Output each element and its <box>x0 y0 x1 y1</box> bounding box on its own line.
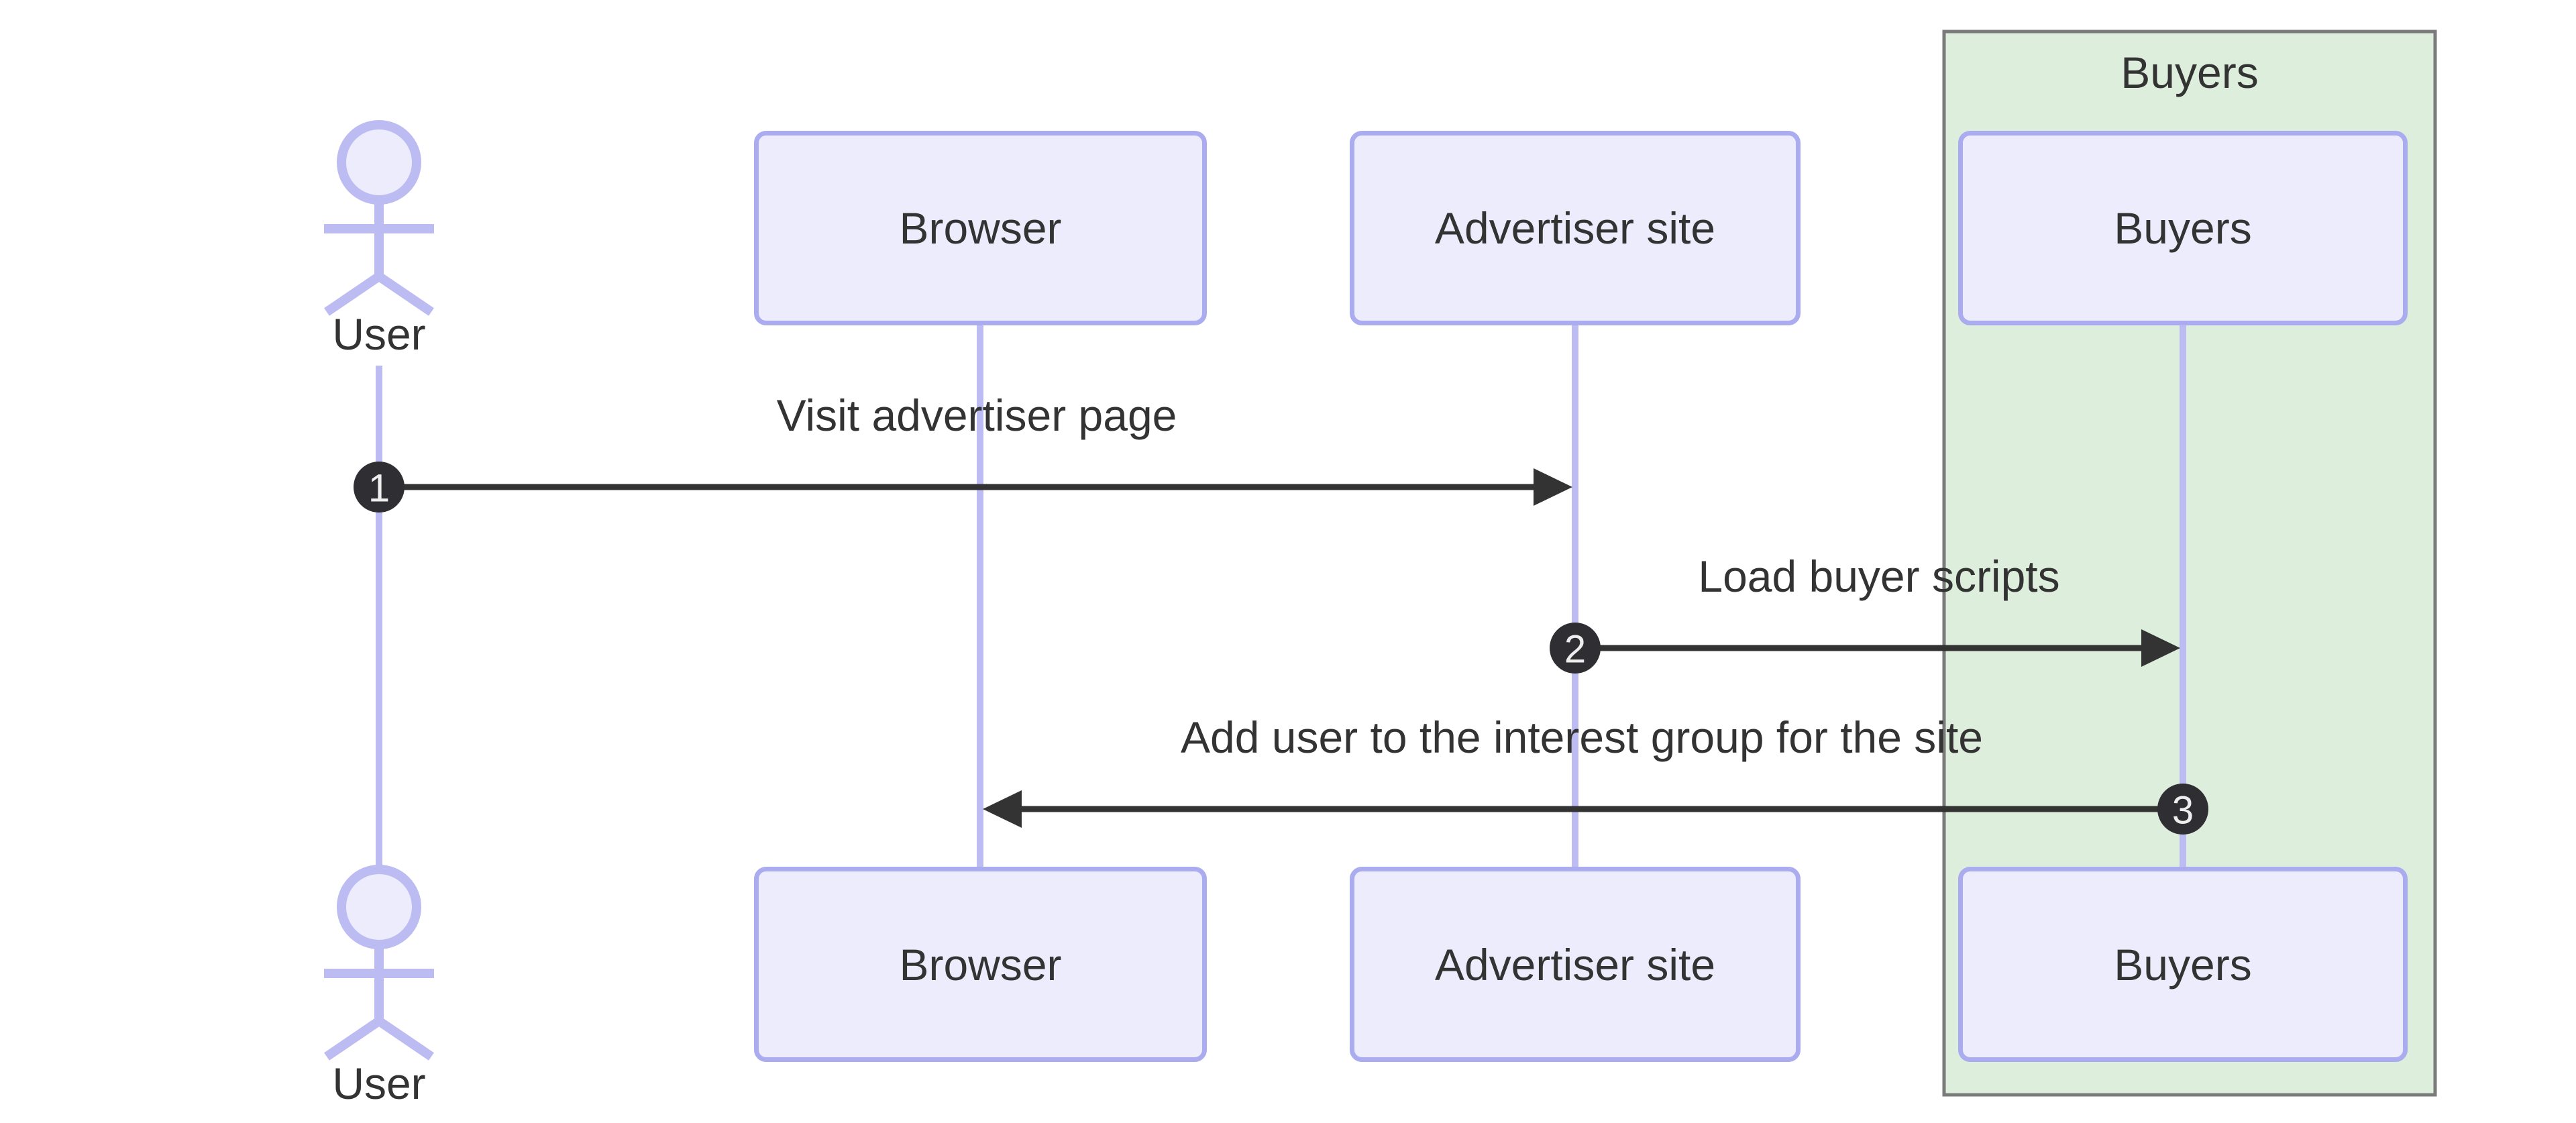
actor-bottom-label: User <box>332 1058 426 1108</box>
message-3-arrow: 3 <box>983 784 2208 835</box>
buyers-group-label: Buyers <box>2121 48 2259 97</box>
message-1-arrowhead-icon <box>1534 468 1572 506</box>
participant-box-browser-top: Browser <box>754 131 1207 325</box>
actor-leg-right <box>376 272 434 316</box>
message-3-arrowhead-icon <box>983 790 1022 828</box>
participant-label: Advertiser site <box>1434 203 1716 253</box>
actor-leg-right <box>376 1017 434 1061</box>
message-1-number: 1 <box>368 467 390 511</box>
participant-label: Browser <box>899 939 1062 990</box>
participant-box-browser-bottom: Browser <box>754 867 1207 1062</box>
participant-label: Buyers <box>2114 939 2252 990</box>
message-3-label: Add user to the interest group for the s… <box>1180 712 1984 762</box>
message-2-arrow: 2 <box>1550 623 2180 674</box>
actor-head <box>337 865 421 949</box>
actor-leg-left <box>324 1017 382 1061</box>
message-2-label: Load buyer scripts <box>1698 551 2060 601</box>
message-3-number-badge <box>2157 784 2208 835</box>
participant-box-buyers-bottom: Buyers <box>1958 867 2408 1062</box>
message-1-number-badge <box>354 462 405 513</box>
message-2-arrowhead-icon <box>2141 629 2180 667</box>
participant-box-buyers-top: Buyers <box>1958 131 2408 325</box>
message-1-label: Visit advertiser page <box>776 390 1177 440</box>
participant-box-advertiser-site-top: Advertiser site <box>1350 131 1801 325</box>
participant-label: Browser <box>899 203 1062 253</box>
user-actor-icon <box>324 120 434 316</box>
message-2-number: 2 <box>1564 628 1586 672</box>
participant-label: Advertiser site <box>1434 939 1716 990</box>
message-1-arrow: 1 <box>354 462 1572 513</box>
actor-top-label: User <box>332 309 426 359</box>
participant-label: Buyers <box>2114 203 2252 253</box>
actor-head <box>337 120 421 205</box>
actor-leg-left <box>324 272 382 316</box>
message-2-number-badge <box>1550 623 1601 674</box>
message-3-number: 3 <box>2172 789 2194 833</box>
user-actor-icon-bottom <box>324 865 434 1061</box>
participant-box-advertiser-site-bottom: Advertiser site <box>1350 867 1801 1062</box>
